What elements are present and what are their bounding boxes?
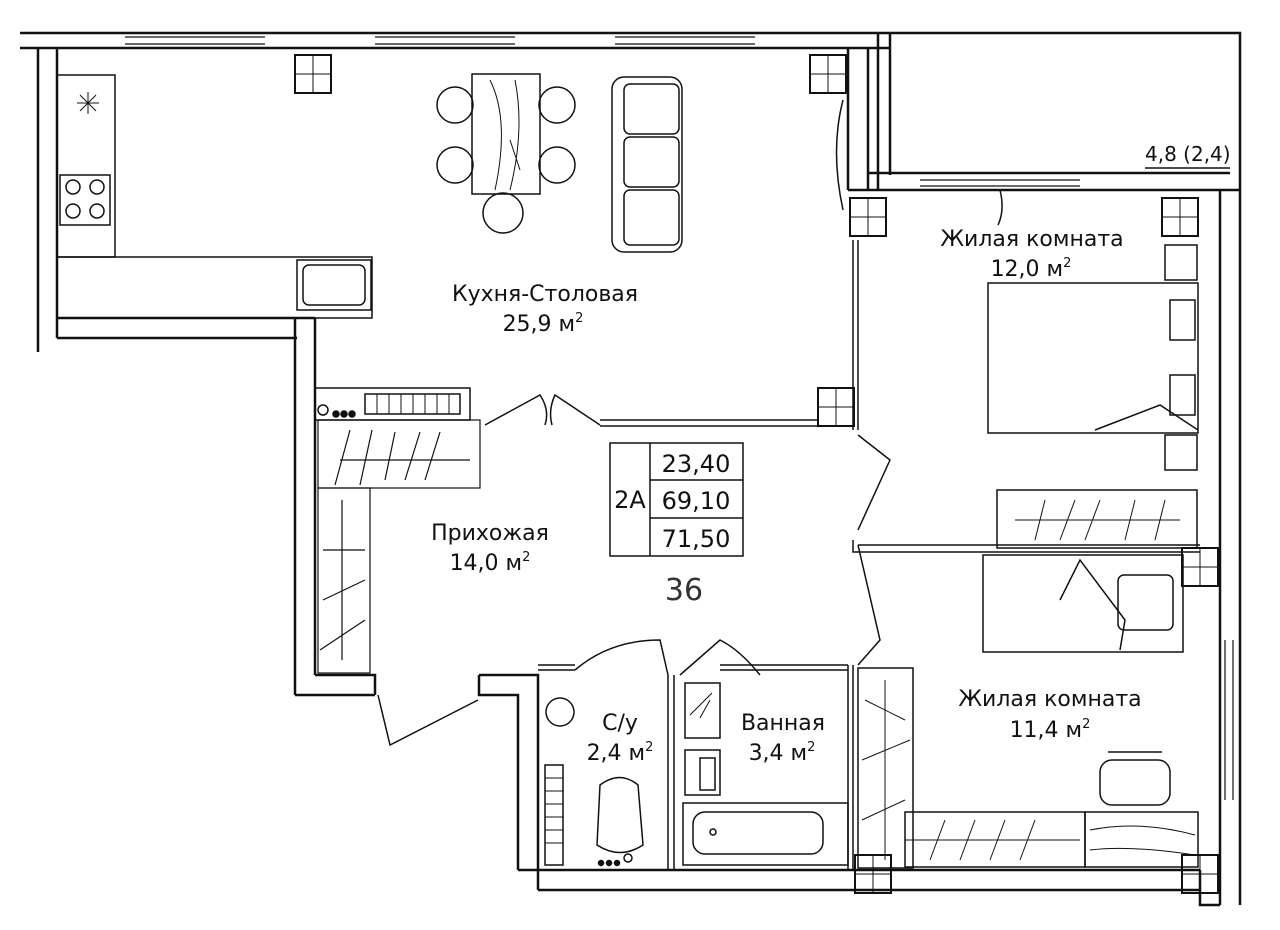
room-kitchen: Кухня-Столовая 25,9 м2 bbox=[452, 282, 638, 337]
sofa bbox=[611, 76, 683, 253]
summary-table bbox=[609, 442, 744, 557]
room-bedroom1: Жилая комната 12,0 м2 bbox=[940, 227, 1123, 282]
kitchen-area: 25,9 м bbox=[503, 312, 576, 337]
summary-value-total: 69,10 bbox=[662, 487, 731, 515]
hall-name: Прихожая bbox=[431, 521, 549, 546]
svg-text:3,4 м2: 3,4 м2 bbox=[749, 740, 816, 766]
wc-area-sup: 2 bbox=[645, 740, 653, 755]
room-hall: Прихожая 14,0 м2 bbox=[431, 521, 549, 576]
room-wc: С/у 2,4 м2 bbox=[587, 711, 654, 766]
bedroom2-area: 11,4 м bbox=[1010, 718, 1083, 743]
hall-area-sup: 2 bbox=[522, 550, 530, 565]
room-bath: Ванная 3,4 м2 bbox=[741, 711, 825, 766]
apartment-type: 2А bbox=[614, 486, 646, 514]
hall-area: 14,0 м bbox=[450, 551, 523, 576]
svg-text:25,9 м2: 25,9 м2 bbox=[503, 311, 584, 337]
summary-value-living: 23,40 bbox=[662, 450, 731, 478]
bath-area: 3,4 м bbox=[749, 741, 808, 766]
bedroom2-name: Жилая комната bbox=[958, 687, 1141, 712]
columns bbox=[294, 54, 1219, 894]
svg-text:2,4 м2: 2,4 м2 bbox=[587, 740, 654, 766]
wc-name: С/у bbox=[602, 711, 638, 736]
summary-value-total-with-balcony: 71,50 bbox=[662, 525, 731, 553]
kitchen-units bbox=[56, 74, 471, 421]
bedroom1-area: 12,0 м bbox=[991, 257, 1064, 282]
bedroom2-area-sup: 2 bbox=[1082, 717, 1090, 732]
balcony-area: 4,8 (2,4) bbox=[1145, 142, 1231, 166]
room-bedroom2: Жилая комната 11,4 м2 bbox=[958, 687, 1141, 743]
doors bbox=[377, 99, 1003, 747]
outer-walls bbox=[20, 31, 1242, 907]
bath-area-sup: 2 bbox=[807, 740, 815, 755]
windows bbox=[125, 36, 1234, 800]
wc-area: 2,4 м bbox=[587, 741, 646, 766]
svg-text:11,4 м2: 11,4 м2 bbox=[1010, 717, 1091, 743]
bath-fixtures bbox=[682, 682, 849, 866]
partitions bbox=[538, 240, 1200, 870]
apartment-number: 36 bbox=[665, 573, 703, 608]
bedroom2-furniture bbox=[857, 554, 1199, 869]
bedroom1-area-sup: 2 bbox=[1063, 256, 1071, 271]
dining-table bbox=[436, 73, 576, 234]
kitchen-name: Кухня-Столовая bbox=[452, 282, 638, 307]
bedroom1-furniture bbox=[987, 244, 1199, 549]
kitchen-area-sup: 2 bbox=[575, 311, 583, 326]
svg-text:12,0 м2: 12,0 м2 bbox=[991, 256, 1072, 282]
bath-name: Ванная bbox=[741, 711, 825, 736]
wc-fixtures bbox=[544, 697, 644, 867]
svg-text:14,0 м2: 14,0 м2 bbox=[450, 550, 531, 576]
hall-wardrobes bbox=[317, 419, 481, 674]
bedroom1-name: Жилая комната bbox=[940, 227, 1123, 252]
